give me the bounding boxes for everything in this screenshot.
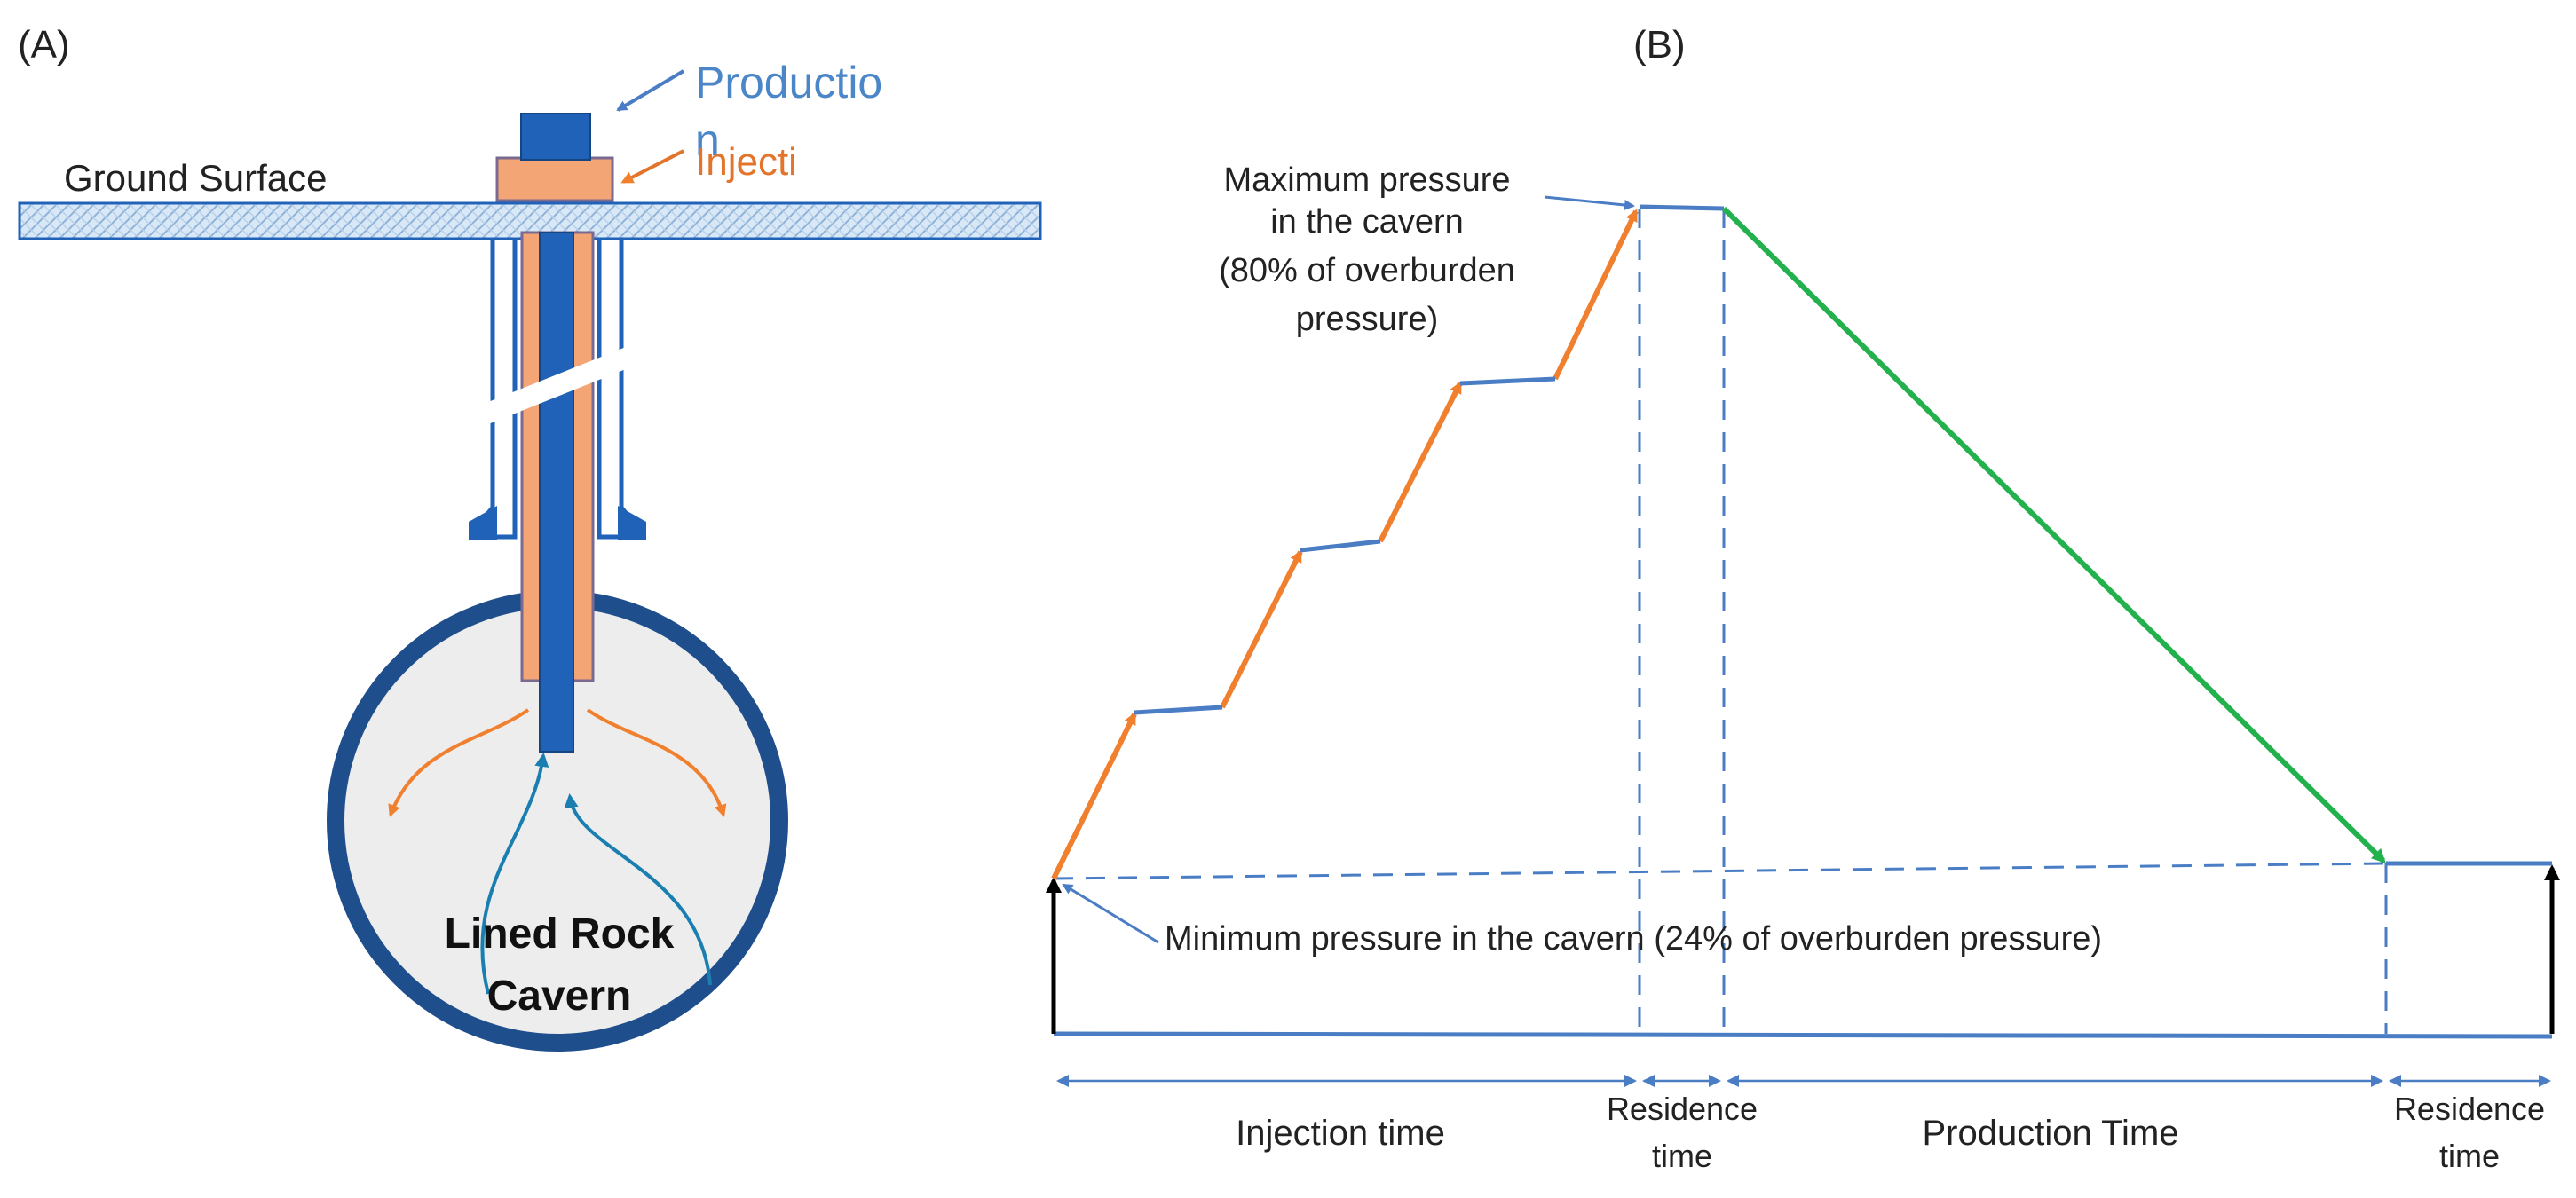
plateau-2 <box>1300 539 1381 553</box>
hold-plateaus <box>1134 204 2552 866</box>
production-wellhead <box>520 113 591 161</box>
panel-b: (B) Maximum pressure <box>1046 23 2560 1174</box>
ground-surface-label: Ground Surface <box>64 157 328 199</box>
casing-break-mark <box>484 342 639 426</box>
max-pressure-pointer <box>1544 195 1635 210</box>
production-label-wrap: n <box>695 115 720 165</box>
injection-ramp-3 <box>1378 381 1463 543</box>
max-pressure-text-3: (80% of overburden <box>1219 252 1515 289</box>
min-pressure-dashed-line <box>1053 862 2387 880</box>
residence1-label-line2: time <box>1652 1138 1712 1174</box>
injection-label: Injecti <box>695 140 797 184</box>
production-label: Productio <box>695 58 882 107</box>
injection-flow-left-arrow <box>388 708 530 817</box>
min-pressure-pointer <box>1062 883 1159 944</box>
time-baseline <box>1053 1031 2553 1039</box>
injection-pointer <box>620 149 684 184</box>
plateau-1 <box>1134 705 1223 715</box>
injection-wellhead <box>495 156 614 202</box>
production-decline <box>1721 206 2386 863</box>
residence2-label: Residence <box>2394 1091 2545 1127</box>
panel-b-label: (B) <box>1633 23 1686 67</box>
max-pressure-text-1: Maximum pressure <box>1223 162 1510 199</box>
production-pointer <box>616 69 685 112</box>
plateau-3 <box>1459 376 1556 386</box>
production-tubing <box>539 232 574 753</box>
injection-ramps <box>1051 209 1639 880</box>
injection-ramp-2 <box>1220 549 1303 709</box>
residence2-label-line2: time <box>2439 1138 2500 1174</box>
panel-a: (A) Ground Surface Productio n <box>18 23 1042 1052</box>
injection-ramp-1 <box>1051 712 1137 880</box>
cavern-label-line2: Cavern <box>487 973 632 1020</box>
min-pressure-text: Minimum pressure in the cavern (24% of o… <box>1165 920 2102 958</box>
casing-flanges <box>469 506 646 540</box>
cavern-label: Lined Rock <box>445 910 675 958</box>
production-flow-left-arrow <box>480 753 549 995</box>
residence1-label: Residence <box>1607 1091 1758 1127</box>
max-pressure-text-2: in the cavern <box>1270 203 1464 240</box>
injection-time-label: Injection time <box>1236 1114 1445 1153</box>
max-residence-plateau <box>1639 204 1725 211</box>
injection-ramp-4 <box>1553 209 1639 381</box>
production-time-label: Production Time <box>1922 1114 2178 1153</box>
injection-flow-right-arrow <box>586 708 727 817</box>
production-flow-right-arrow <box>564 793 712 986</box>
panel-a-label: (A) <box>18 23 70 67</box>
max-pressure-text-4: pressure) <box>1296 301 1439 338</box>
